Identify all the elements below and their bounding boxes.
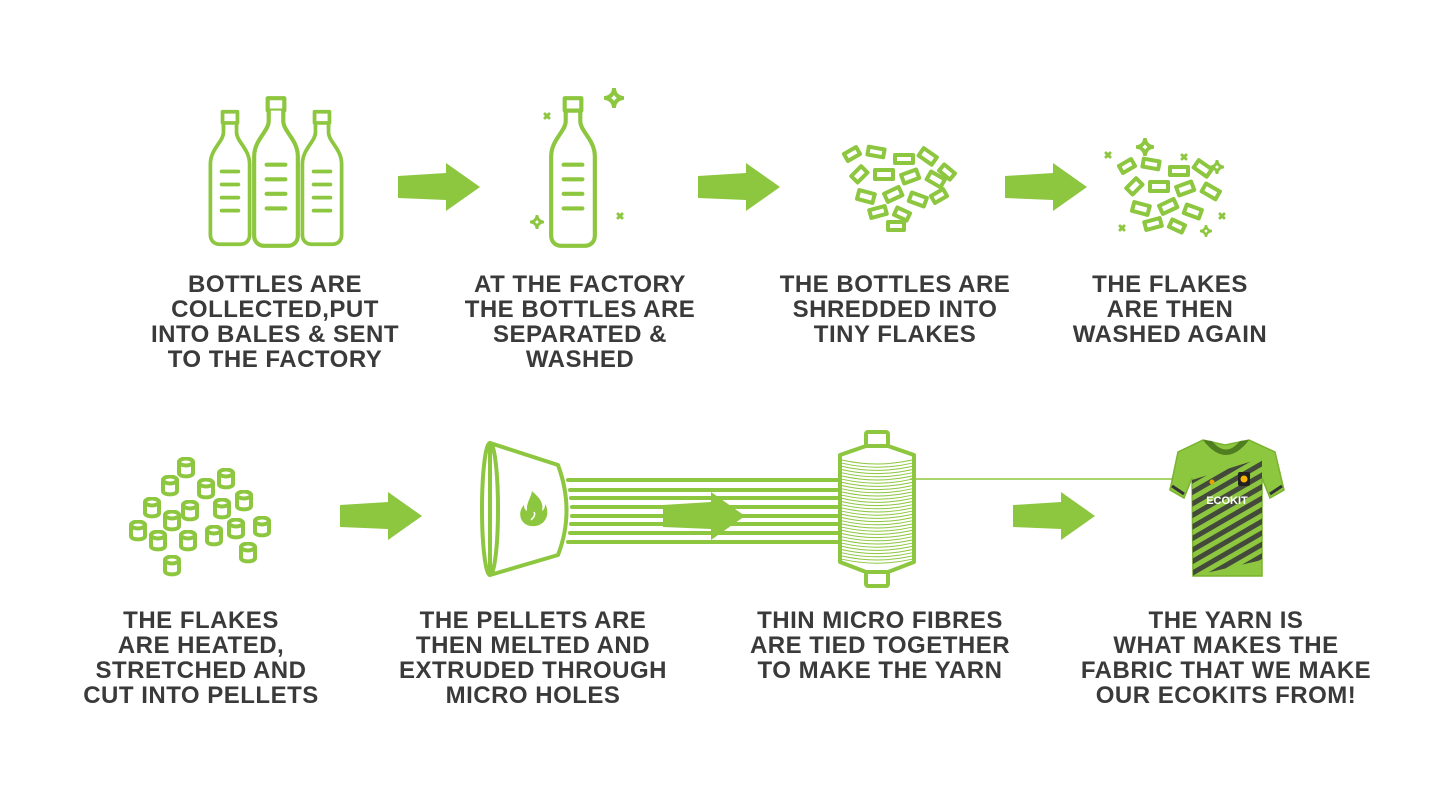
caption-line: THE BOTTLES ARE [779, 271, 1011, 298]
thread-winding [841, 549, 913, 555]
caption-line: THE FLAKES [1092, 271, 1248, 298]
caption-line: THE BOTTLES ARE [464, 296, 696, 323]
step-3-caption: THE BOTTLES ARE SHREDDED INTO TINY FLAKE… [735, 272, 1055, 347]
thread-winding [841, 552, 913, 558]
thread-winding [841, 485, 913, 491]
step-2-caption: AT THE FACTORY THE BOTTLES ARE SEPARATED… [420, 272, 740, 372]
caption-line: THE YARN IS [1148, 607, 1304, 634]
caption-line: WHAT MAKES THE [1113, 632, 1339, 659]
thread-winding [841, 523, 913, 529]
thread-winding [841, 501, 913, 507]
caption-line: THIN MICRO FIBRES [757, 607, 1003, 634]
caption-line: THE FLAKES [123, 607, 279, 634]
arrow-icon [698, 163, 780, 211]
thread-winding [841, 481, 913, 487]
thread-winding [841, 558, 913, 564]
thread-winding [841, 542, 913, 548]
arrow-icon [398, 163, 480, 211]
thread-winding [841, 491, 913, 497]
caption-line: INTO BALES & SENT [150, 321, 400, 348]
yarn-spool-icon [838, 430, 916, 588]
caption-line: CUT INTO PELLETS [83, 682, 319, 709]
caption-line: THE PELLETS ARE [419, 607, 647, 634]
thread-winding [841, 459, 913, 465]
thread-winding [841, 488, 913, 494]
caption-line: ARE TIED TOGETHER [749, 632, 1011, 659]
caption-line: SEPARATED & [493, 321, 667, 348]
thread-winding [841, 555, 913, 561]
flame-icon [520, 491, 548, 527]
flakes-icon [841, 144, 957, 232]
caption-line: THEN MELTED AND [415, 632, 651, 659]
caption-line: EXTRUDED THROUGH [398, 657, 667, 684]
caption-line: COLLECTED,PUT [171, 296, 379, 323]
thread-winding [841, 520, 913, 526]
washed-flakes-icon [1104, 138, 1226, 237]
extruder-icon [480, 441, 842, 577]
thread-winding [841, 504, 913, 510]
bottles-icon [208, 98, 344, 246]
arrow-icon [340, 492, 422, 540]
thread-winding [841, 472, 913, 478]
thread-winding [841, 545, 913, 551]
thread-winding [841, 526, 913, 532]
thread-winding [841, 533, 913, 539]
thread-winding [841, 510, 913, 516]
caption-line: TO THE FACTORY [167, 346, 383, 373]
caption-line: TO MAKE THE YARN [757, 657, 1003, 684]
thread-winding [841, 478, 913, 484]
step-4-caption: THE FLAKES ARE THEN WASHED AGAIN [1010, 272, 1330, 347]
caption-line: FABRIC THAT WE MAKE [1080, 657, 1372, 684]
caption-line: BOTTLES ARE [188, 271, 362, 298]
thread-winding [841, 469, 913, 475]
thread-winding [841, 529, 913, 535]
caption-line: OUR ECOKITS FROM! [1095, 682, 1357, 709]
caption-line: STRETCHED AND [95, 657, 307, 684]
step-7-caption: THIN MICRO FIBRES ARE TIED TOGETHER TO M… [720, 608, 1040, 683]
step-8-caption: THE YARN IS WHAT MAKES THE FABRIC THAT W… [1066, 608, 1386, 708]
washed-bottle-icon [530, 88, 624, 246]
thread-winding [841, 539, 913, 545]
caption-line: WASHED [525, 346, 635, 373]
caption-line: SHREDDED INTO [792, 296, 998, 323]
step-1-caption: BOTTLES ARE COLLECTED,PUT INTO BALES & S… [115, 272, 435, 372]
thread-winding [841, 462, 913, 468]
arrow-icon [1005, 163, 1087, 211]
caption-line: ARE THEN [1106, 296, 1234, 323]
caption-line: WASHED AGAIN [1072, 321, 1268, 348]
thread-winding [841, 536, 913, 542]
thread-winding [841, 517, 913, 523]
caption-line: ARE HEATED, [117, 632, 285, 659]
caption-line: TINY FLAKES [813, 321, 977, 348]
caption-line: MICRO HOLES [445, 682, 621, 709]
jersey-logo: ECOKIT [1206, 495, 1248, 507]
thread-winding [841, 507, 913, 513]
thread-winding [841, 465, 913, 471]
step-5-caption: THE FLAKES ARE HEATED, STRETCHED AND CUT… [41, 608, 361, 708]
thread-winding [841, 513, 913, 519]
pellets-icon [129, 457, 271, 577]
thread-winding [841, 497, 913, 503]
jersey-icon: ECOKIT [1169, 439, 1285, 577]
caption-line: AT THE FACTORY [474, 271, 686, 298]
step-6-caption: THE PELLETS ARE THEN MELTED AND EXTRUDED… [373, 608, 693, 708]
thread-winding [841, 494, 913, 500]
thread-winding [841, 475, 913, 481]
arrow-icon [1013, 492, 1095, 540]
